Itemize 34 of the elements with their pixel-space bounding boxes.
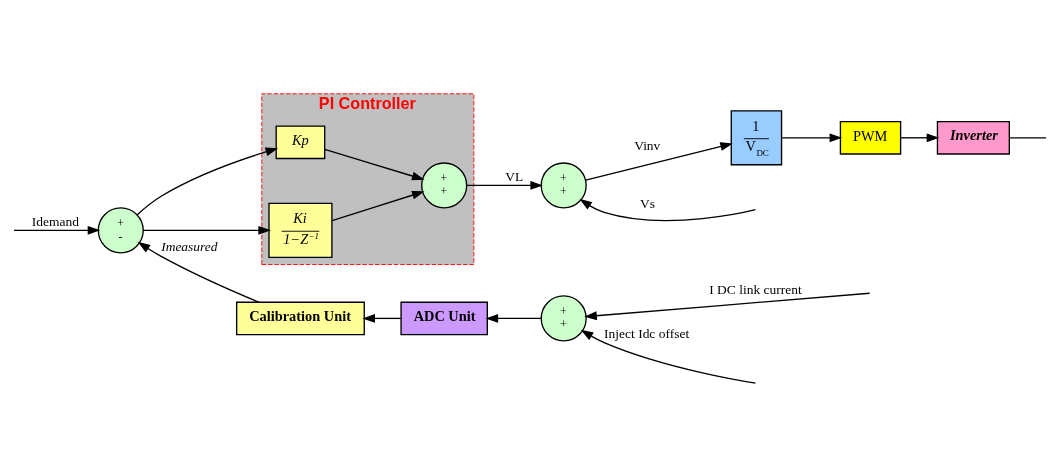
node-box: Calibration Unit <box>236 301 365 336</box>
edge-label: Idemand <box>31 213 79 229</box>
node-box: Ki 1−Z$^{−1}$ <box>268 202 333 258</box>
arrow <box>584 292 871 321</box>
node-box: Kp <box>275 125 326 160</box>
edge-label: Vinv <box>634 138 661 154</box>
arrow <box>579 198 757 222</box>
arrow <box>466 181 543 190</box>
edge-label: Vs <box>640 195 656 211</box>
arrow <box>13 225 101 235</box>
arrow <box>137 241 260 303</box>
arrow <box>136 147 279 216</box>
arrow <box>585 142 733 181</box>
arrow <box>331 190 425 222</box>
node-box: 1 V$_{DC}$ <box>730 110 783 166</box>
arrow <box>781 133 843 143</box>
node-circle: + - <box>97 207 144 254</box>
edge-label: Inject Idc offset <box>604 326 690 342</box>
node-circle: + + <box>421 162 468 209</box>
arrow <box>362 314 402 323</box>
connector <box>1008 137 1047 139</box>
arrow <box>324 148 425 181</box>
edge-label: Imeasured <box>161 239 218 255</box>
node-box: Inverter <box>936 120 1010 155</box>
node-circle: + + <box>540 162 587 209</box>
arrow <box>899 133 940 143</box>
arrow <box>485 314 542 323</box>
node-box: PWM <box>839 120 902 155</box>
edge-label: I DC link current <box>709 282 802 298</box>
edge-label: VL <box>505 168 524 184</box>
node-circle: + + <box>540 295 587 342</box>
node-box: ADC Unit <box>400 301 488 336</box>
arrow <box>580 329 757 384</box>
arrow <box>142 225 271 235</box>
